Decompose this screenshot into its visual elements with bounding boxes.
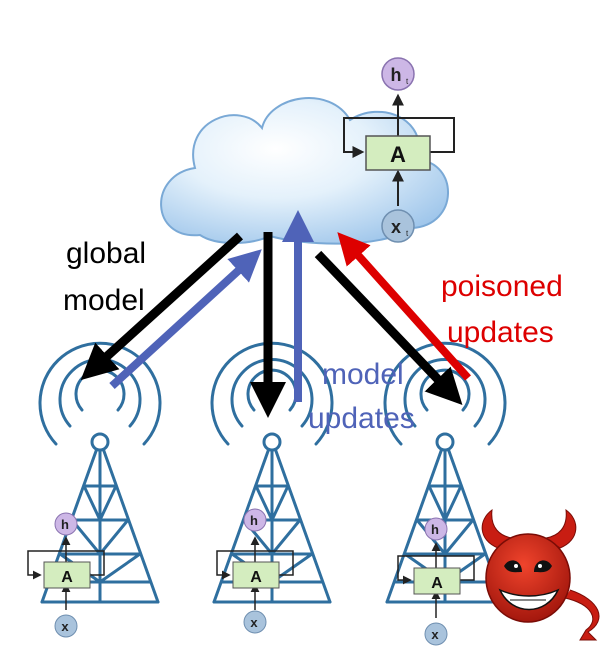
client-left-block-label: A xyxy=(61,569,73,586)
server-rnn-block-label: A xyxy=(390,142,406,167)
poisoned-updates-label: poisoned updates xyxy=(441,270,563,349)
global-model-label: global model xyxy=(63,237,146,317)
global-model-label-line1: global xyxy=(66,237,146,270)
server-input-index: t xyxy=(406,229,409,238)
server-rnn-block xyxy=(365,135,431,171)
model-update-arrows xyxy=(109,210,314,402)
model-updates-label-line2: updates xyxy=(308,402,415,435)
server-output-node xyxy=(381,57,415,91)
poisoned-updates-label-line2: updates xyxy=(447,316,554,349)
server-input-label: x xyxy=(391,217,401,237)
client-middle-input-label: x xyxy=(250,615,258,630)
global-model-label-line2: model xyxy=(63,284,145,317)
global-model-arrows xyxy=(80,232,463,418)
global-model-arrow-left xyxy=(80,232,244,381)
server-output-index: t xyxy=(406,77,409,86)
poisoned-updates-label-line1: poisoned xyxy=(441,270,563,303)
cloud xyxy=(160,97,449,245)
model-update-arrow-left xyxy=(109,249,262,389)
global-model-arrow-right xyxy=(314,250,463,406)
client-left-output-label: h xyxy=(61,517,69,532)
client-right-block-label: A xyxy=(431,575,443,592)
poisoned-update-arrow xyxy=(337,232,471,381)
model-updates-label-line1: model xyxy=(322,358,404,391)
client-left-input-label: x xyxy=(61,619,69,634)
client-rnn-cell-right: A h x xyxy=(397,517,475,646)
devil-icon xyxy=(481,508,600,641)
poisoned-update-arrows xyxy=(337,232,471,381)
client-middle-block-label: A xyxy=(250,569,262,586)
client-rnn-cell-middle: A h x xyxy=(216,508,294,634)
model-updates-label: model updates xyxy=(308,358,415,435)
client-right-output-label: h xyxy=(431,522,439,537)
server-output-label: h xyxy=(391,65,402,85)
client-middle-output-label: h xyxy=(250,513,258,528)
client-rnn-cell-left: A h x xyxy=(27,512,105,638)
client-right-input-label: x xyxy=(431,627,439,642)
server-input-node xyxy=(381,209,415,243)
server-rnn-cell: A h t x t xyxy=(343,57,455,243)
